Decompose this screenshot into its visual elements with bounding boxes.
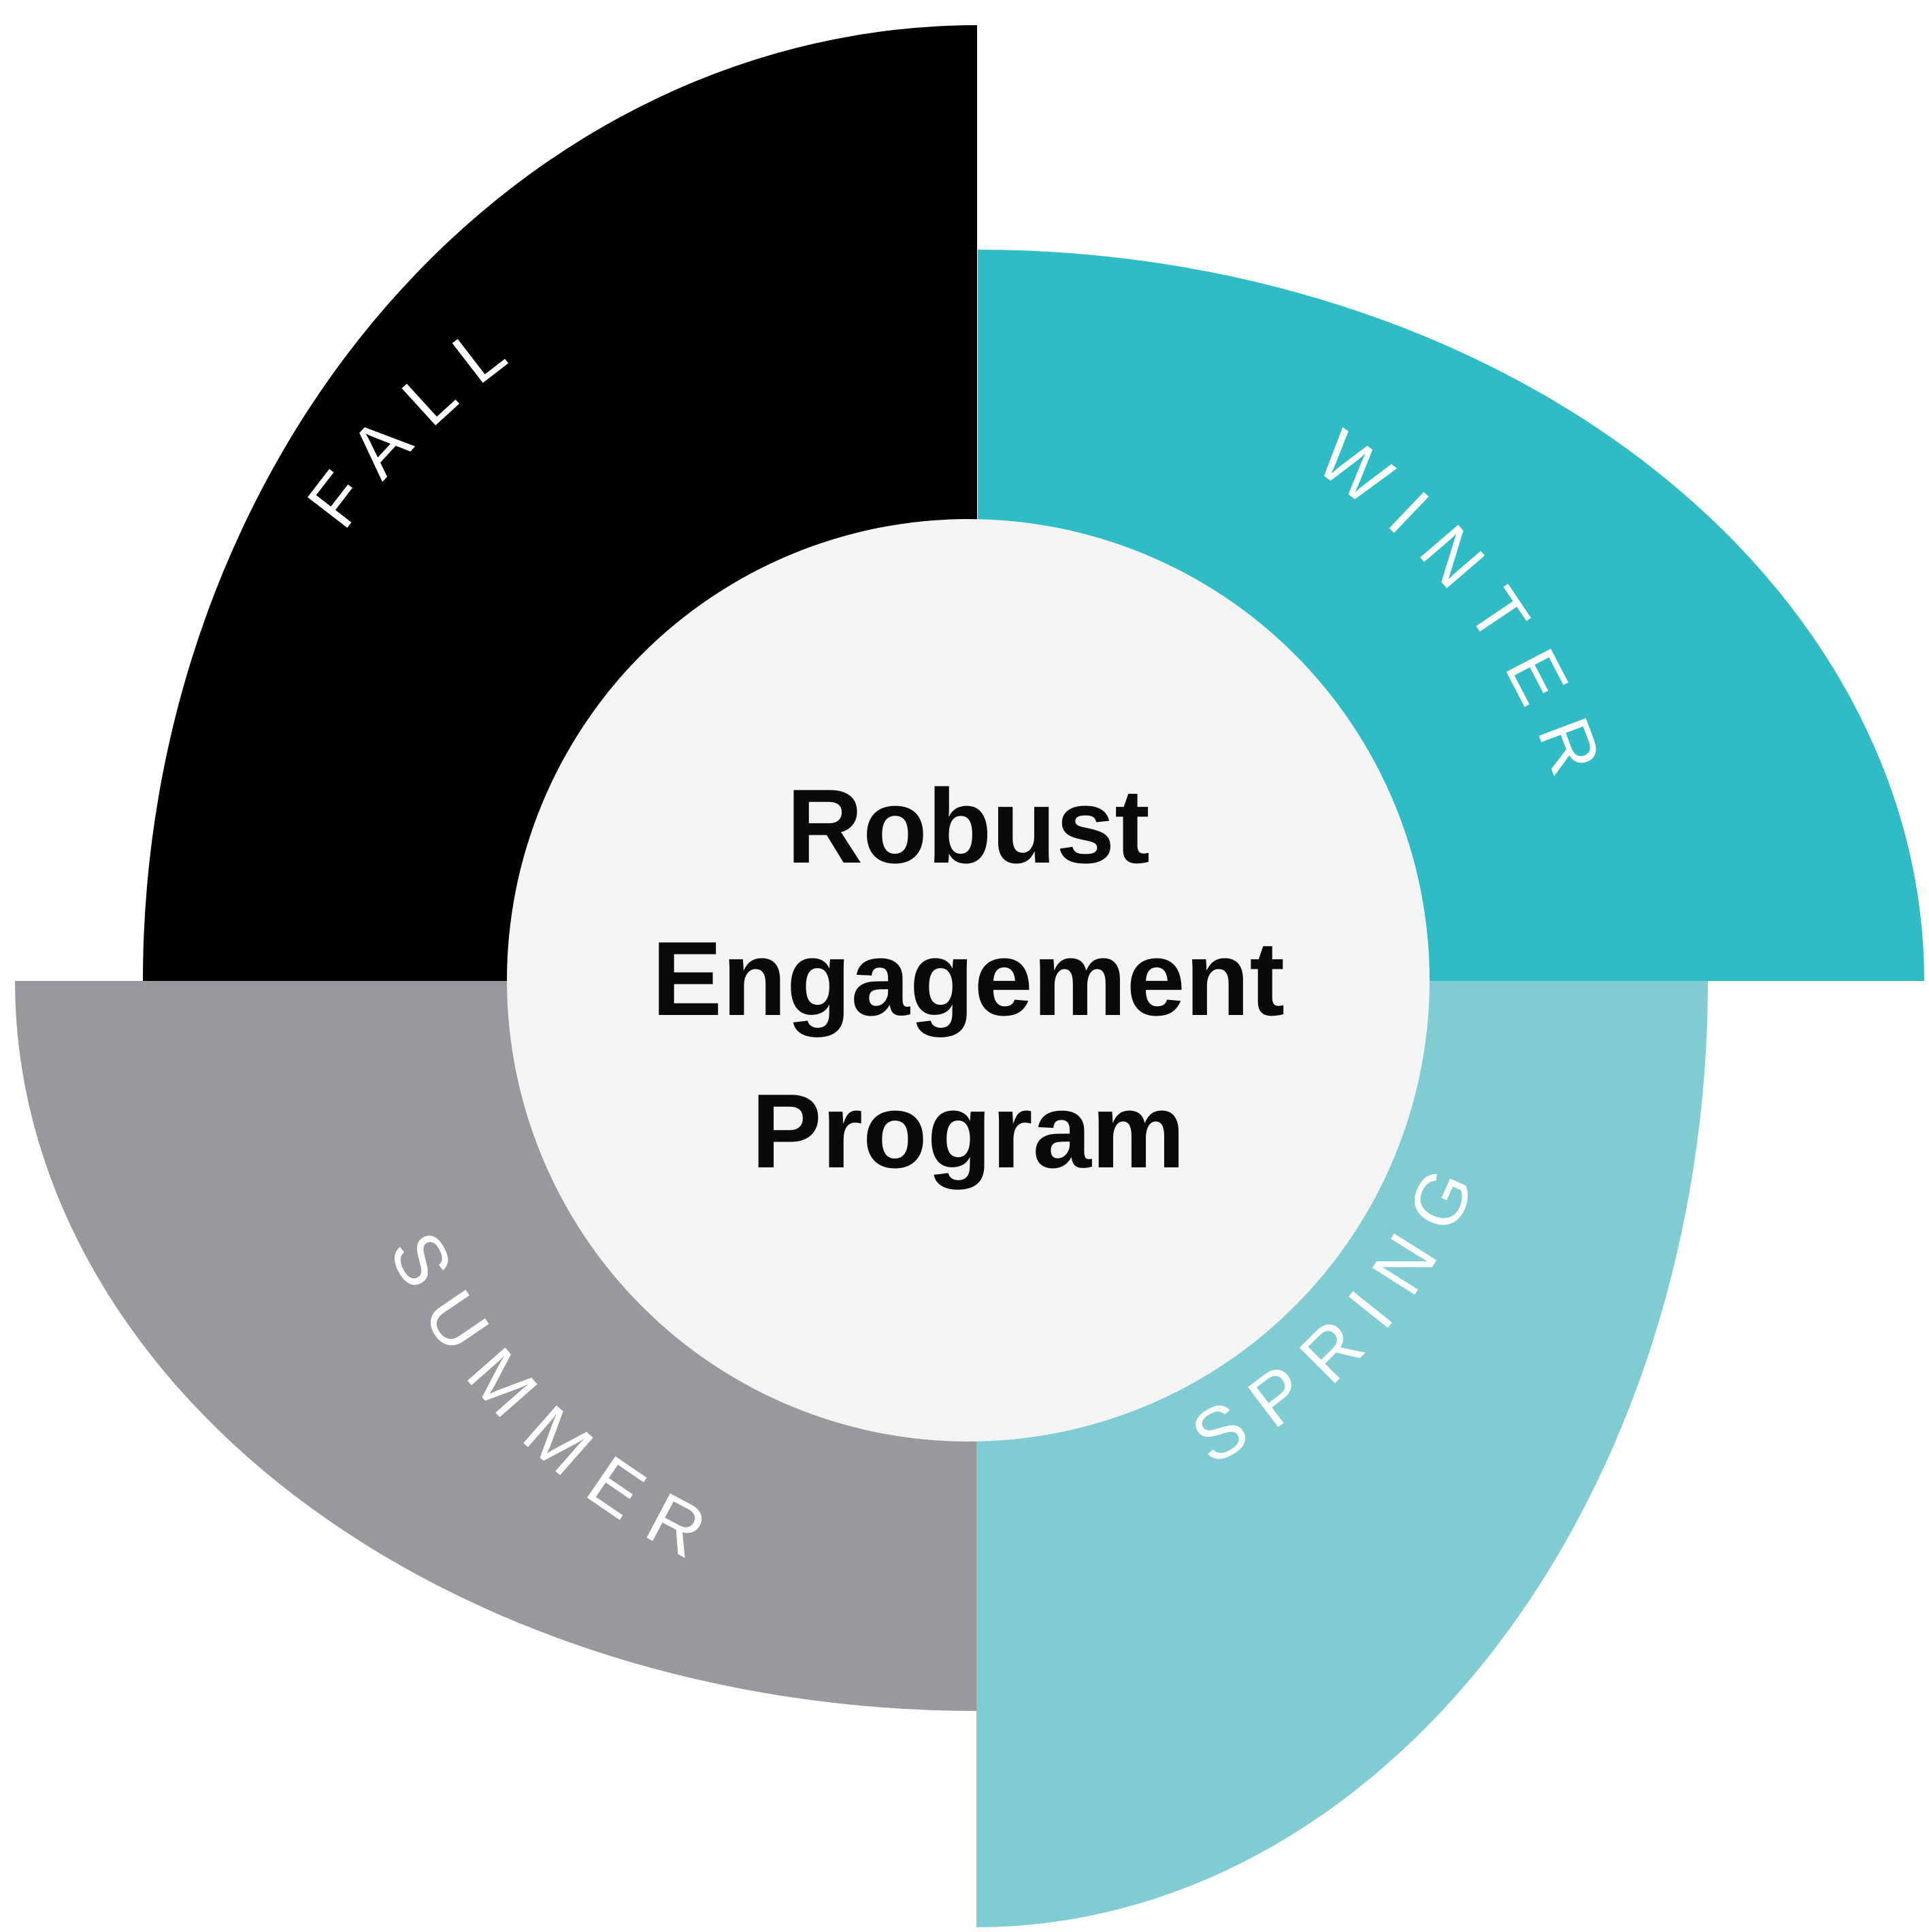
center-circle — [507, 519, 1430, 1442]
center-title-line-1: Robust — [787, 767, 1150, 885]
center-title-line-3: Program — [751, 1072, 1185, 1190]
center-title-line-2: Engagement — [652, 920, 1285, 1037]
